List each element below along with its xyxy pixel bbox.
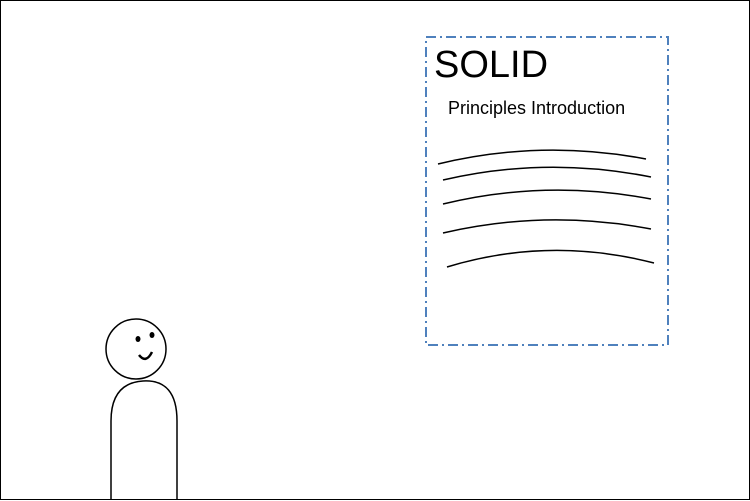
stick-figure-icon	[105, 318, 178, 500]
document-text-lines	[437, 149, 655, 268]
figure-body	[110, 380, 178, 500]
figure-head	[105, 318, 167, 380]
text-line	[442, 166, 652, 181]
text-line	[446, 249, 655, 268]
figure-eye-left	[135, 336, 141, 342]
text-line	[437, 149, 647, 165]
document-title: SOLID	[434, 44, 549, 86]
document-subtitle: Principles Introduction	[448, 98, 626, 118]
text-line	[442, 189, 652, 205]
figure-eye-right	[149, 332, 155, 338]
document-frame	[425, 36, 669, 346]
text-line	[442, 219, 652, 234]
figure-smile	[138, 351, 154, 361]
